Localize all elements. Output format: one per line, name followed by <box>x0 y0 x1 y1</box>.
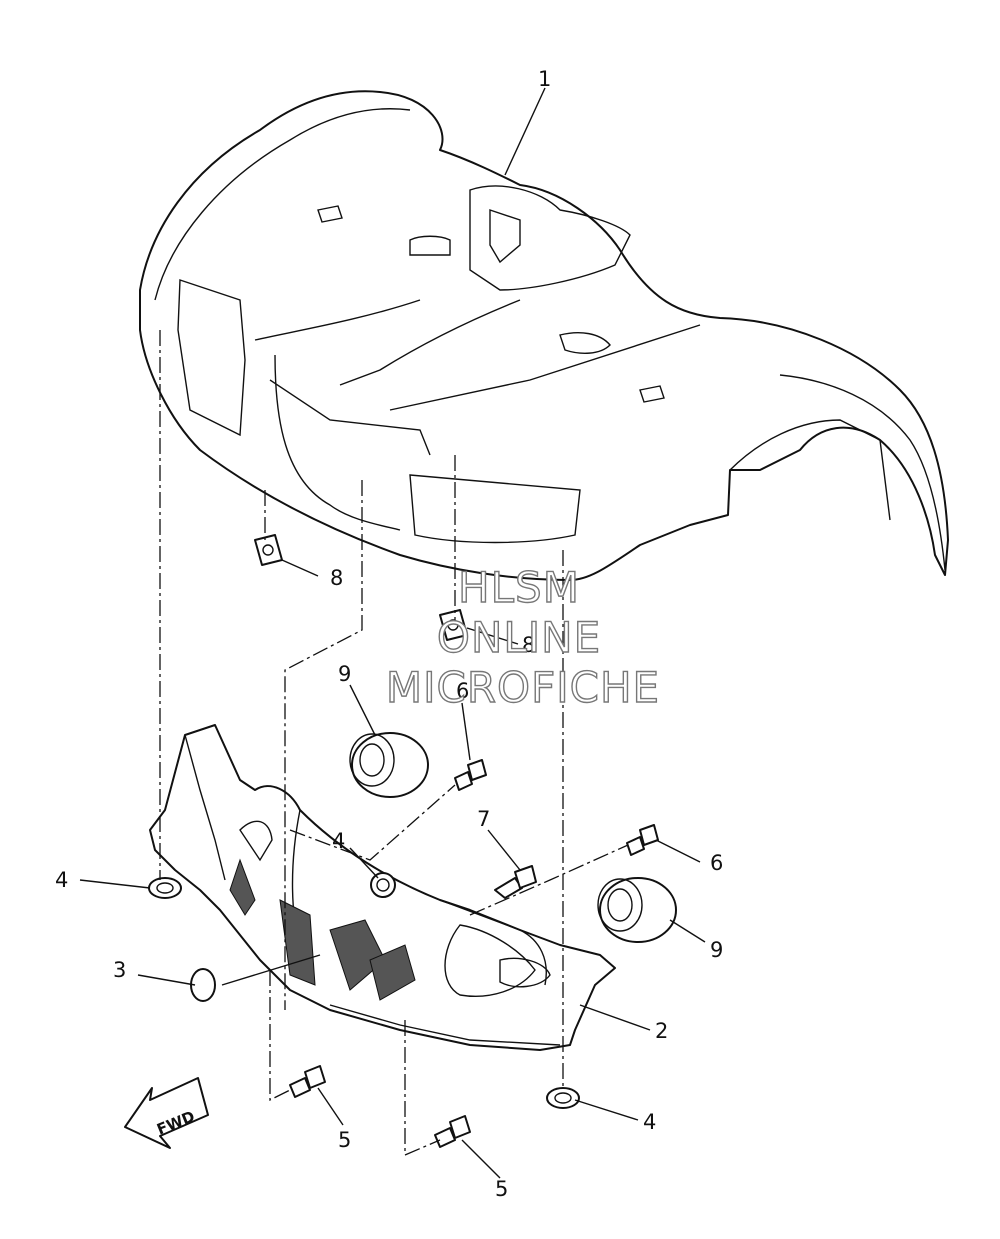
bolts-5 <box>289 1065 471 1148</box>
nuts-8 <box>254 534 468 641</box>
callout-9-right: 9 <box>710 938 723 962</box>
callout-6-right: 6 <box>710 851 723 875</box>
front-fender <box>139 90 949 581</box>
callout-9-upper: 9 <box>338 662 351 686</box>
callout-8-right: 8 <box>522 633 535 657</box>
watermark-line-2: ONLINE <box>437 613 601 662</box>
callout-4-middle: 4 <box>332 829 345 853</box>
watermark: HLSM ONLINE MICROFICHE <box>385 562 660 712</box>
watermark-line-1: HLSM <box>458 563 580 612</box>
callout-2: 2 <box>655 1019 668 1043</box>
callout-labels: 1 2 3 4 4 4 5 5 6 6 7 8 8 9 9 <box>55 67 723 1201</box>
callout-7: 7 <box>477 807 490 831</box>
forward-arrow-icon: FWD <box>124 1077 209 1149</box>
watermark-line-3: MICROFICHE <box>386 663 660 712</box>
callout-1: 1 <box>538 67 551 91</box>
callout-6-upper: 6 <box>456 679 469 703</box>
leader-lines <box>79 87 706 1179</box>
callout-5-left: 5 <box>338 1128 351 1152</box>
grommets <box>148 872 580 1109</box>
bolts-6 <box>454 759 659 856</box>
callout-8-left: 8 <box>330 566 343 590</box>
clip-7 <box>494 865 537 899</box>
assembly-lines <box>159 330 629 1156</box>
headlight-boots <box>349 732 677 943</box>
callout-4-left: 4 <box>55 868 68 892</box>
callout-3: 3 <box>113 958 126 982</box>
callout-4-right: 4 <box>643 1110 656 1134</box>
callout-5-right: 5 <box>495 1177 508 1201</box>
